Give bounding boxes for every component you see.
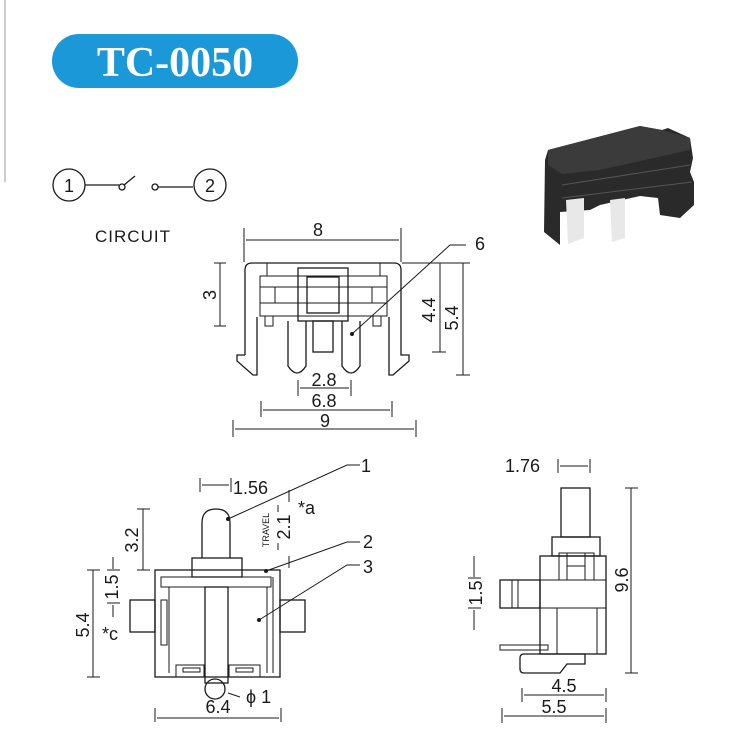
terminal xyxy=(499,644,549,651)
travel-label: TRAVEL xyxy=(261,513,271,547)
housing-outline xyxy=(236,262,410,376)
note-a: *a xyxy=(298,498,316,518)
body-outline xyxy=(154,569,281,678)
callout-3: 3 xyxy=(363,557,373,577)
dim-1-56: 1.56 xyxy=(233,478,268,498)
pin-circle xyxy=(204,678,226,700)
pin1-label: 1 xyxy=(64,176,74,196)
dim-pin-diameter: ϕ 1 xyxy=(246,687,271,707)
plunger xyxy=(201,508,231,558)
base-foot xyxy=(519,653,586,674)
note-c: *c xyxy=(102,624,118,644)
contact-1 xyxy=(118,183,126,191)
dim-9: 9 xyxy=(320,411,330,431)
dim-1-76: 1.76 xyxy=(505,456,540,476)
circuit-diagram: 1 2 CIRCUIT xyxy=(52,168,227,246)
center-pin xyxy=(312,320,334,353)
plunger xyxy=(560,487,591,538)
dim-5-5: 5.5 xyxy=(541,697,566,717)
stem xyxy=(204,586,229,684)
dim-3: 3 xyxy=(200,290,220,300)
dim-4-4: 4.4 xyxy=(419,297,439,322)
circuit-label: CIRCUIT xyxy=(95,227,171,246)
side-view: 1.56 3.2 2.1 TRAVEL *a 5.4 1.5 *c 6.4 ϕ … xyxy=(73,456,373,722)
terminal-pin-2 xyxy=(341,321,361,374)
product-photo xyxy=(544,126,694,245)
front-view: 8 3 4.4 5.4 6 2.8 6.8 9 xyxy=(200,220,485,437)
title-text: TC-0050 xyxy=(97,40,253,86)
title-pill xyxy=(52,34,298,88)
contact-2 xyxy=(151,183,159,191)
right-tab xyxy=(279,599,306,633)
left-tab xyxy=(129,599,156,633)
plunger-window xyxy=(306,276,340,314)
side-tab xyxy=(499,579,541,609)
title-badge: TC-0050 xyxy=(52,34,298,88)
dim-8: 8 xyxy=(313,220,323,240)
plunger-base xyxy=(191,557,243,578)
dim-6-4: 6.4 xyxy=(205,697,230,717)
dim-9-6: 9.6 xyxy=(612,567,632,592)
dim-travel-2-1: 2.1 xyxy=(274,514,294,539)
body-outline xyxy=(539,555,607,655)
switch-lever xyxy=(123,175,136,186)
dim-2-8: 2.8 xyxy=(311,370,336,390)
callout-1: 1 xyxy=(361,456,371,476)
dim-1-5-end: 1.5 xyxy=(466,580,486,605)
housing-block xyxy=(259,275,388,317)
pin2-circle xyxy=(193,168,227,202)
dim-5-4: 5.4 xyxy=(442,305,462,330)
terminal-pin-1 xyxy=(287,321,307,374)
dim-4-5: 4.5 xyxy=(551,676,576,696)
end-view: 1.76 9.6 1.5 4.5 5.5 xyxy=(466,456,638,723)
dim-1-5-side: 1.5 xyxy=(102,574,122,599)
callout-6-leader xyxy=(351,244,466,335)
dim-5-4-side: 5.4 xyxy=(73,612,93,637)
callout-6: 6 xyxy=(475,234,485,254)
dim-6-8: 6.8 xyxy=(311,391,336,411)
callout-2: 2 xyxy=(363,532,373,552)
dim-3-2: 3.2 xyxy=(122,527,142,552)
pin2-label: 2 xyxy=(205,176,215,196)
